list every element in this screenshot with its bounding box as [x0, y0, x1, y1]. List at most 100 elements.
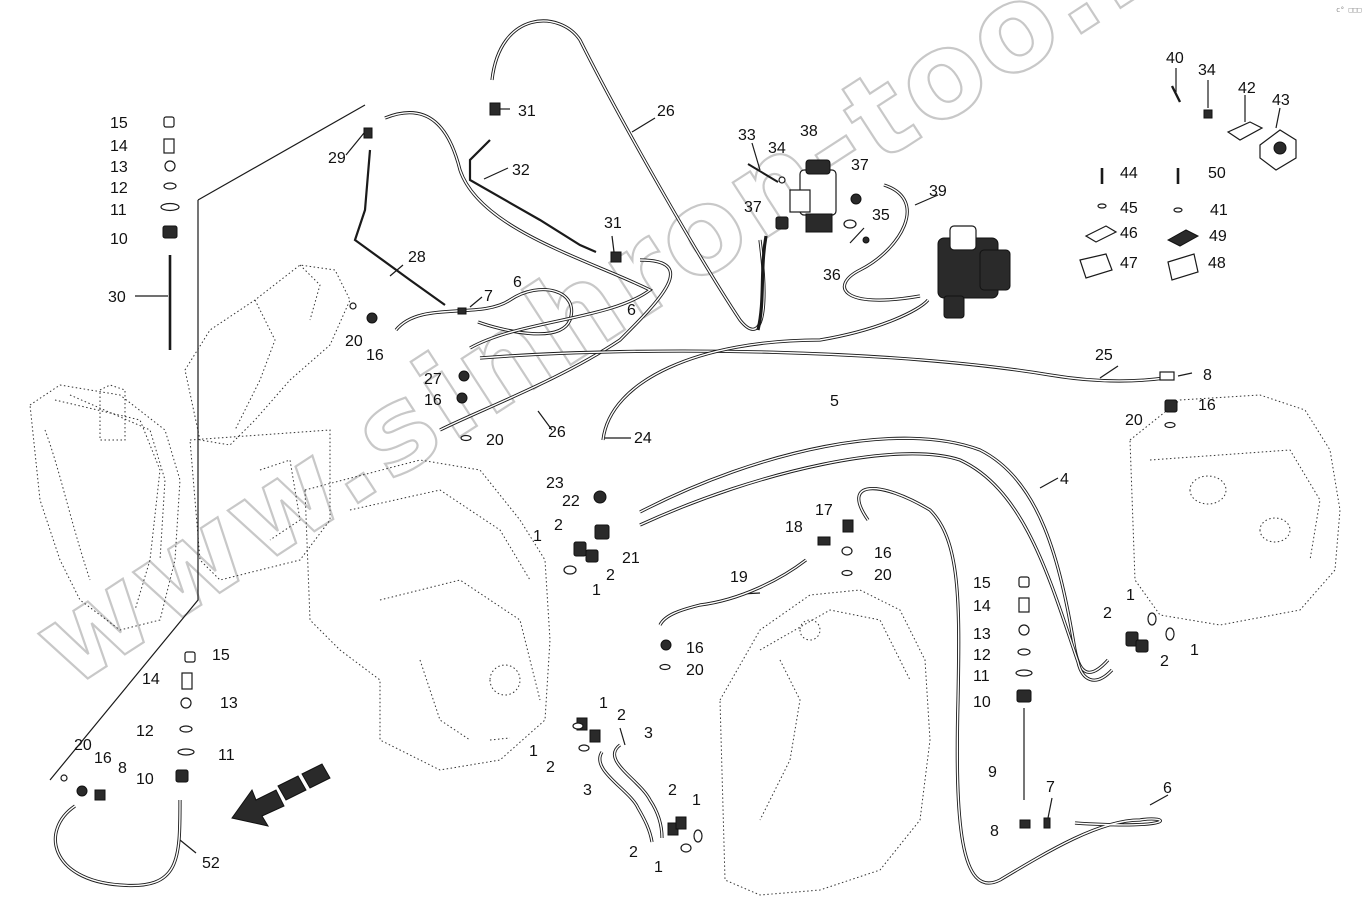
watermark: www.sinhron-too.kz	[9, 0, 1259, 715]
rear-frame-tower	[184, 264, 351, 581]
callout-label: 43	[1272, 92, 1290, 109]
callout-label: 2	[668, 782, 677, 799]
callout-label: 6	[513, 274, 522, 291]
callout-label: 12	[136, 723, 154, 740]
callout-label: 7	[484, 288, 493, 305]
right-upper-fender	[1129, 394, 1341, 626]
callout-label: 2	[1103, 605, 1112, 622]
callout-label: 44	[1120, 165, 1138, 182]
cap-15-left	[163, 116, 175, 128]
callout-label: 42	[1238, 80, 1256, 97]
callout-label: 20	[74, 737, 92, 754]
callout-label: 32	[512, 162, 530, 179]
ring-13-left	[164, 160, 176, 172]
callout-label: 38	[800, 123, 818, 140]
callout-label: 16	[366, 347, 384, 364]
callout-label: 31	[518, 103, 536, 120]
callout-label: 17	[815, 502, 833, 519]
callout-label: 16	[94, 750, 112, 767]
callout-label: 26	[657, 103, 675, 120]
callout-label: 21	[622, 550, 640, 567]
washer-12-left	[163, 182, 177, 190]
callout-label: 27	[424, 371, 442, 388]
callout-label: 20	[874, 567, 892, 584]
callout-label: 8	[990, 823, 999, 840]
watermark-text: www.sinhron-too.kz	[10, 0, 1257, 713]
right-lower-fender	[719, 589, 931, 896]
callout-label: 11	[110, 202, 127, 219]
callout-label: 15	[973, 575, 991, 592]
callout-label: 13	[220, 695, 238, 712]
callout-label: 10	[110, 231, 128, 248]
callout-label: 12	[973, 647, 991, 664]
callout-label: 20	[1125, 412, 1143, 429]
callout-label: 40	[1166, 50, 1184, 67]
callout-label: 24	[634, 430, 652, 447]
callout-label: 6	[1163, 780, 1172, 797]
callout-label: 3	[644, 725, 653, 742]
callout-label: 1	[529, 743, 538, 760]
callout-label: 39	[929, 183, 947, 200]
fittings	[60, 102, 1178, 853]
callout-label: 14	[142, 671, 160, 688]
callout-label: 23	[546, 475, 564, 492]
callout-label: 10	[973, 694, 991, 711]
callout-label: 2	[554, 517, 563, 534]
callout-label: 2	[617, 707, 626, 724]
callout-label: 2	[629, 844, 638, 861]
direction-arrow	[231, 763, 331, 827]
callout-label: 18	[785, 519, 803, 536]
left-fender-frame	[29, 384, 181, 631]
central-tank-frame	[304, 459, 551, 771]
callout-label: 16	[874, 545, 892, 562]
callout-label: 3	[583, 782, 592, 799]
callout-label: 46	[1120, 225, 1138, 242]
callout-label: 1	[1190, 642, 1199, 659]
callout-label: 16	[686, 640, 704, 657]
callout-label: 41	[1210, 202, 1228, 219]
callout-label: 12	[110, 180, 128, 197]
callout-label: 8	[1203, 367, 1212, 384]
callout-label: 26	[548, 424, 566, 441]
hoses	[53, 19, 1166, 888]
callout-label: 2	[1160, 653, 1169, 670]
callout-label: 45	[1120, 200, 1138, 217]
callout-label: 49	[1209, 228, 1227, 245]
callout-label: 1	[599, 695, 608, 712]
callout-label: 35	[872, 207, 890, 224]
brake-valve	[747, 159, 870, 244]
oring-11-left	[160, 202, 180, 212]
callout-label: 19	[730, 569, 748, 586]
callout-label: 16	[424, 392, 442, 409]
callout-label: 34	[768, 140, 786, 157]
callout-label: 8	[118, 760, 127, 777]
callout-label: 13	[110, 159, 128, 176]
callout-label: 6	[627, 302, 636, 319]
callout-label: 37	[851, 157, 869, 174]
callout-label: 1	[533, 528, 542, 545]
hydraulic-pump	[937, 225, 1011, 319]
callout-label: 2	[546, 759, 555, 776]
bracket-parts	[1079, 85, 1297, 281]
callout-label: 52	[202, 855, 220, 872]
callout-label: 1	[592, 582, 601, 599]
callout-label: 20	[486, 432, 504, 449]
callout-label: 48	[1208, 255, 1226, 272]
callout-label: 4	[1060, 471, 1069, 488]
callout-label: 30	[108, 289, 126, 306]
callout-label: 2	[606, 567, 615, 584]
callout-label: 15	[212, 647, 230, 664]
callout-label: 16	[1198, 397, 1216, 414]
callout-label: 34	[1198, 62, 1216, 79]
callout-label: 7	[1046, 779, 1055, 796]
callout-label: 29	[328, 150, 346, 167]
callout-label: 20	[686, 662, 704, 679]
callout-label: 10	[136, 771, 154, 788]
callout-label: 14	[973, 598, 991, 615]
callout-label: 11	[973, 668, 990, 685]
callout-label: 36	[823, 267, 841, 284]
callout-label: 37	[744, 199, 762, 216]
callout-label: 47	[1120, 255, 1138, 272]
callout-label: 22	[562, 493, 580, 510]
